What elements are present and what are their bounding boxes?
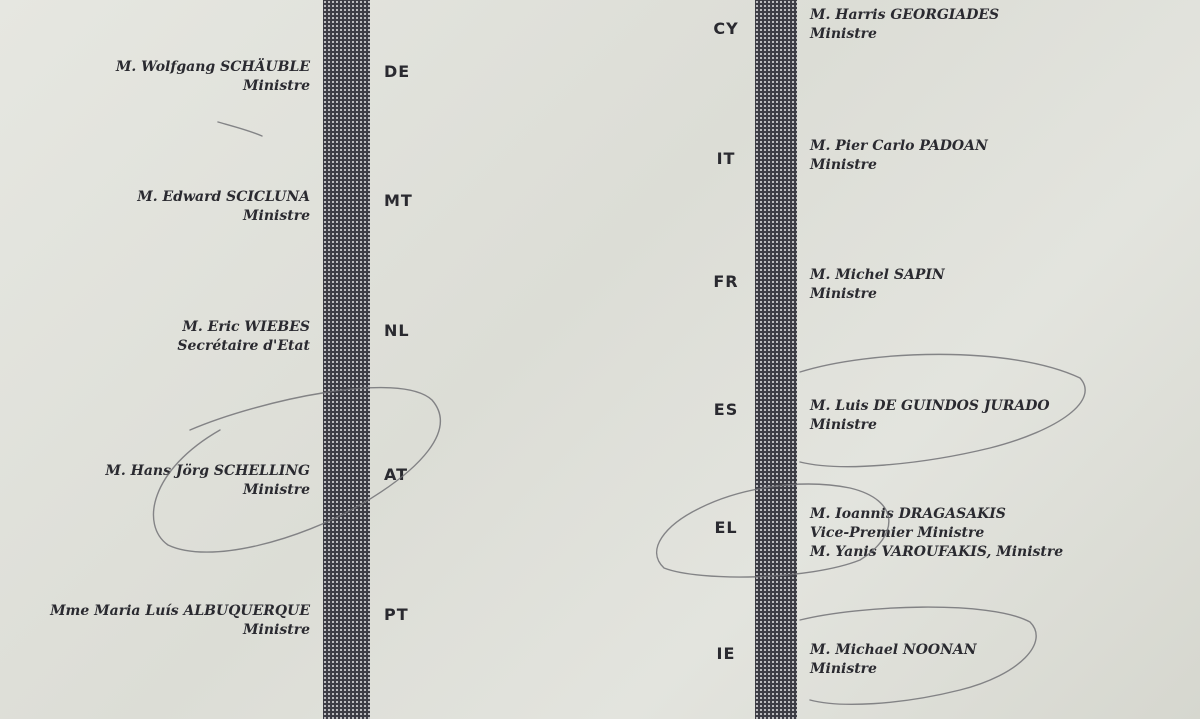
delegate-el: M. Ioannis DRAGASAKIS Vice-Premier Minis… <box>810 505 1063 562</box>
delegate-title: Ministre <box>810 157 877 173</box>
country-code-it: IT <box>716 149 736 168</box>
country-code-pt: PT <box>384 605 409 624</box>
delegate-name: M. Michael NOONAN <box>810 642 977 658</box>
pencil-circle-ie <box>799 606 1037 705</box>
country-code-de: DE <box>384 62 411 81</box>
delegate-name: Mme Maria Luís ALBUQUERQUE <box>50 603 310 619</box>
delegate-mt: M. Edward SCICLUNA Ministre <box>137 188 310 226</box>
country-code-nl: NL <box>384 321 410 340</box>
country-code-at: AT <box>384 465 409 484</box>
delegate-title: Ministre <box>810 661 877 677</box>
delegate-name: M. Wolfgang SCHÄUBLE <box>115 59 310 75</box>
delegate-name: M. Edward SCICLUNA <box>137 189 310 205</box>
delegate-at: M. Hans Jörg SCHELLING Ministre <box>105 462 310 500</box>
delegate-de: M. Wolfgang SCHÄUBLE Ministre <box>116 58 310 96</box>
country-code-ie: IE <box>716 644 736 663</box>
delegate-title: Vice-Premier Ministre <box>810 525 985 541</box>
delegate-title: Ministre <box>810 286 877 302</box>
country-code-es: ES <box>713 400 739 419</box>
delegate-pt: Mme Maria Luís ALBUQUERQUE Ministre <box>50 602 310 640</box>
pencil-circle-es <box>799 353 1086 468</box>
pencil-circle-el <box>656 483 890 578</box>
country-code-el: EL <box>714 518 738 537</box>
delegate-title: Ministre <box>243 482 310 498</box>
country-code-mt: MT <box>384 191 413 210</box>
left-divider-bar <box>323 0 370 719</box>
delegate-title: Ministre <box>810 417 877 433</box>
country-code-fr: FR <box>713 272 739 291</box>
delegate-name: M. Eric WIEBES <box>182 319 310 335</box>
delegate-title: Ministre <box>243 208 310 224</box>
delegate-it: M. Pier Carlo PADOAN Ministre <box>810 137 988 175</box>
delegate-cy: M. Harris GEORGIADES Ministre <box>810 6 999 44</box>
delegate-nl: M. Eric WIEBES Secrétaire d'Etat <box>177 318 310 356</box>
delegate-fr: M. Michel SAPIN Ministre <box>810 266 945 304</box>
delegate-ie: M. Michael NOONAN Ministre <box>810 641 977 679</box>
delegate-name: M. Ioannis DRAGASAKIS <box>810 506 1006 522</box>
delegate-title: Ministre <box>243 78 310 94</box>
country-code-cy: CY <box>713 19 739 38</box>
delegate-name: M. Michel SAPIN <box>810 267 945 283</box>
delegate-title: Ministre <box>243 622 310 638</box>
right-divider-bar <box>755 0 797 719</box>
delegate-title: Ministre <box>810 26 877 42</box>
pencil-circle-at <box>152 386 441 553</box>
delegate-title: Secrétaire d'Etat <box>177 338 310 354</box>
delegate-es: M. Luis DE GUINDOS JURADO Ministre <box>810 397 1050 435</box>
delegate-name: M. Harris GEORGIADES <box>810 7 1000 23</box>
delegate-name: M. Hans Jörg SCHELLING <box>105 463 310 479</box>
delegate-extra: M. Yanis VAROUFAKIS, Ministre <box>810 544 1064 560</box>
pencil-tick-mark <box>217 121 263 137</box>
delegate-name: M. Luis DE GUINDOS JURADO <box>810 398 1050 414</box>
delegate-name: M. Pier Carlo PADOAN <box>810 138 988 154</box>
